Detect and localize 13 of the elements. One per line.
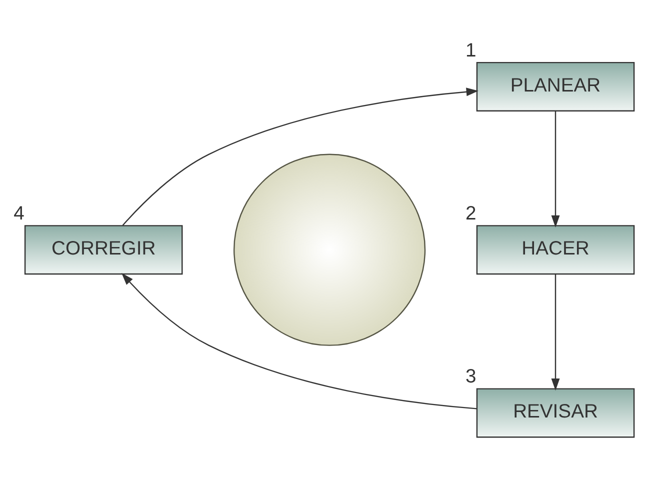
node-label: 4 xyxy=(14,203,24,224)
node-box: REVISAR xyxy=(476,388,635,438)
arrow xyxy=(551,111,560,228)
arrow xyxy=(122,88,478,226)
node-label: 3 xyxy=(466,366,476,388)
arrow xyxy=(551,274,560,391)
node-box: PLANEAR xyxy=(476,62,635,112)
node-circle xyxy=(233,154,426,346)
node-box: HACER xyxy=(476,225,635,275)
node-label: 2 xyxy=(466,203,476,224)
node-label: 1 xyxy=(466,40,476,62)
arrow xyxy=(122,273,477,410)
node-box: CORREGIR xyxy=(24,225,183,275)
